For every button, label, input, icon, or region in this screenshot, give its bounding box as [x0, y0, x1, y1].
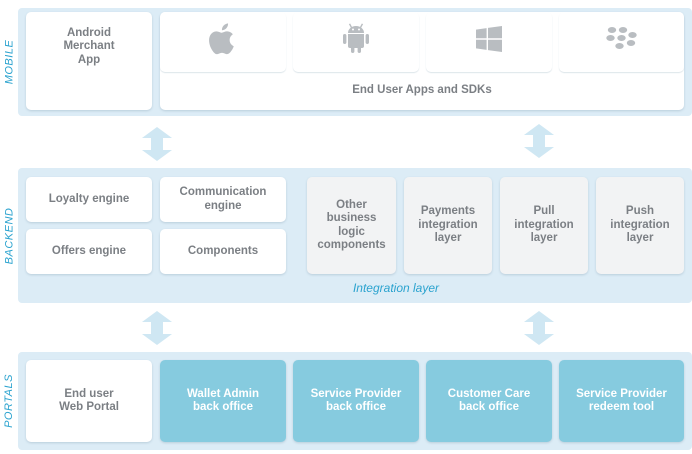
- blackberry-icon: [559, 22, 684, 56]
- end-user-web-portal-label: End user Web Portal: [59, 387, 119, 414]
- customer-care-label: Customer Care back office: [447, 387, 531, 414]
- offers-engine-box: Offers engine: [26, 229, 152, 274]
- windows-icon: [426, 22, 552, 56]
- pull-integration-label: Pull integration layer: [514, 205, 574, 245]
- windows-platform-tile: [426, 12, 552, 72]
- android-merchant-app-box: Android Merchant App: [26, 12, 152, 110]
- service-provider-backoffice-label: Service Provider back office: [310, 387, 402, 414]
- backend-section-label: BACKEND: [3, 207, 15, 264]
- end-user-web-portal-box: End user Web Portal: [26, 360, 152, 442]
- mobile-section-label: MOBILE: [3, 39, 16, 85]
- end-user-apps-label: End User Apps and SDKs: [352, 84, 492, 96]
- other-business-logic-label: Other business logic components: [317, 198, 386, 252]
- backend-portals-double-arrow-right: [524, 311, 554, 345]
- apple-icon: [160, 22, 286, 56]
- service-provider-redeem-label: Service Provider redeem tool: [576, 387, 667, 414]
- integration-layer-label: Integration layer: [352, 281, 440, 295]
- service-provider-backoffice-box: Service Provider back office: [293, 360, 419, 442]
- pull-integration-box: Pull integration layer: [500, 177, 588, 274]
- loyalty-engine-label: Loyalty engine: [48, 192, 130, 205]
- portals-section-label: PORTALS: [3, 374, 15, 428]
- android-platform-tile: [293, 12, 419, 72]
- wallet-admin-box: Wallet Admin back office: [160, 360, 286, 442]
- components-label: Components: [187, 244, 259, 257]
- payments-integration-box: Payments integration layer: [404, 177, 492, 274]
- android-icon: [293, 22, 419, 56]
- communication-engine-box: Communication engine: [160, 177, 286, 222]
- offers-engine-label: Offers engine: [51, 244, 127, 257]
- backend-portals-double-arrow-left: [142, 311, 172, 345]
- push-integration-box: Push integration layer: [596, 177, 684, 274]
- payments-integration-label: Payments integration layer: [418, 205, 478, 245]
- mobile-backend-double-arrow-right: [524, 124, 554, 158]
- blackberry-platform-tile: [559, 12, 684, 72]
- ios-platform-tile: [160, 12, 286, 72]
- push-integration-label: Push integration layer: [610, 205, 670, 245]
- mobile-backend-double-arrow-left: [142, 127, 172, 161]
- other-business-logic-box: Other business logic components: [307, 177, 396, 274]
- customer-care-box: Customer Care back office: [426, 360, 552, 442]
- components-box: Components: [160, 229, 286, 274]
- service-provider-redeem-box: Service Provider redeem tool: [559, 360, 684, 442]
- communication-engine-label: Communication engine: [179, 186, 267, 212]
- wallet-admin-label: Wallet Admin back office: [187, 387, 259, 414]
- loyalty-engine-box: Loyalty engine: [26, 177, 152, 222]
- android-merchant-app-label: Android Merchant App: [63, 26, 115, 66]
